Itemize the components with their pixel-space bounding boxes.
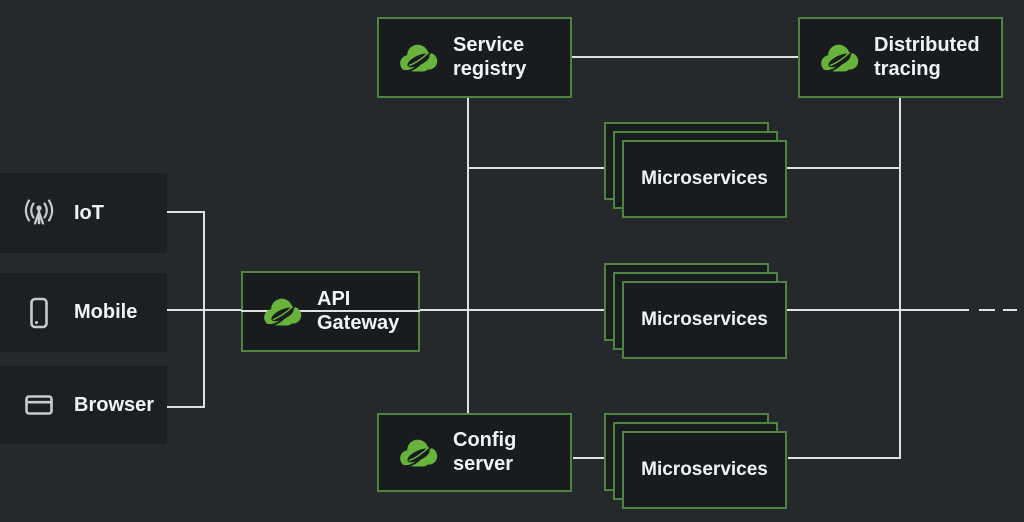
node-label-config-server: Config server bbox=[453, 429, 517, 475]
client-label-mobile: Mobile bbox=[74, 301, 138, 323]
node-api-gateway: API Gateway bbox=[241, 271, 420, 352]
client-box-browser: Browser bbox=[0, 366, 167, 444]
iot-antenna-icon bbox=[18, 198, 60, 228]
stack-card-front: Microservices bbox=[622, 140, 787, 218]
microservices-stack-1: Microservices bbox=[604, 122, 787, 218]
client-box-mobile: Mobile bbox=[0, 273, 167, 352]
client-box-iot: IoT bbox=[0, 173, 167, 253]
gateway-through-line bbox=[241, 310, 420, 312]
client-label-browser: Browser bbox=[74, 393, 155, 416]
spring-cloud-icon bbox=[400, 44, 438, 72]
spring-cloud-icon bbox=[400, 439, 438, 467]
mobile-phone-icon bbox=[18, 296, 60, 330]
node-config-server: Config server bbox=[377, 413, 572, 492]
node-label-distributed-tracing: Distributed tracing bbox=[874, 34, 980, 80]
stack-label-microservices: Microservices bbox=[641, 459, 768, 480]
stack-card-front: Microservices bbox=[622, 431, 787, 509]
microservices-stack-2: Microservices bbox=[604, 263, 787, 359]
microservices-stack-3: Microservices bbox=[604, 413, 787, 509]
node-distributed-tracing: Distributed tracing bbox=[798, 17, 1003, 98]
spring-cloud-icon bbox=[264, 298, 302, 326]
stack-label-microservices: Microservices bbox=[641, 309, 768, 330]
spring-cloud-icon bbox=[821, 44, 859, 72]
browser-window-icon bbox=[18, 393, 60, 417]
stack-label-microservices: Microservices bbox=[641, 168, 768, 189]
client-label-iot: IoT bbox=[74, 201, 104, 224]
node-label-api-gateway: API Gateway bbox=[317, 288, 400, 334]
node-label-service-registry: Service registry bbox=[453, 34, 527, 80]
node-service-registry: Service registry bbox=[377, 17, 572, 98]
stack-card-front: Microservices bbox=[622, 281, 787, 359]
